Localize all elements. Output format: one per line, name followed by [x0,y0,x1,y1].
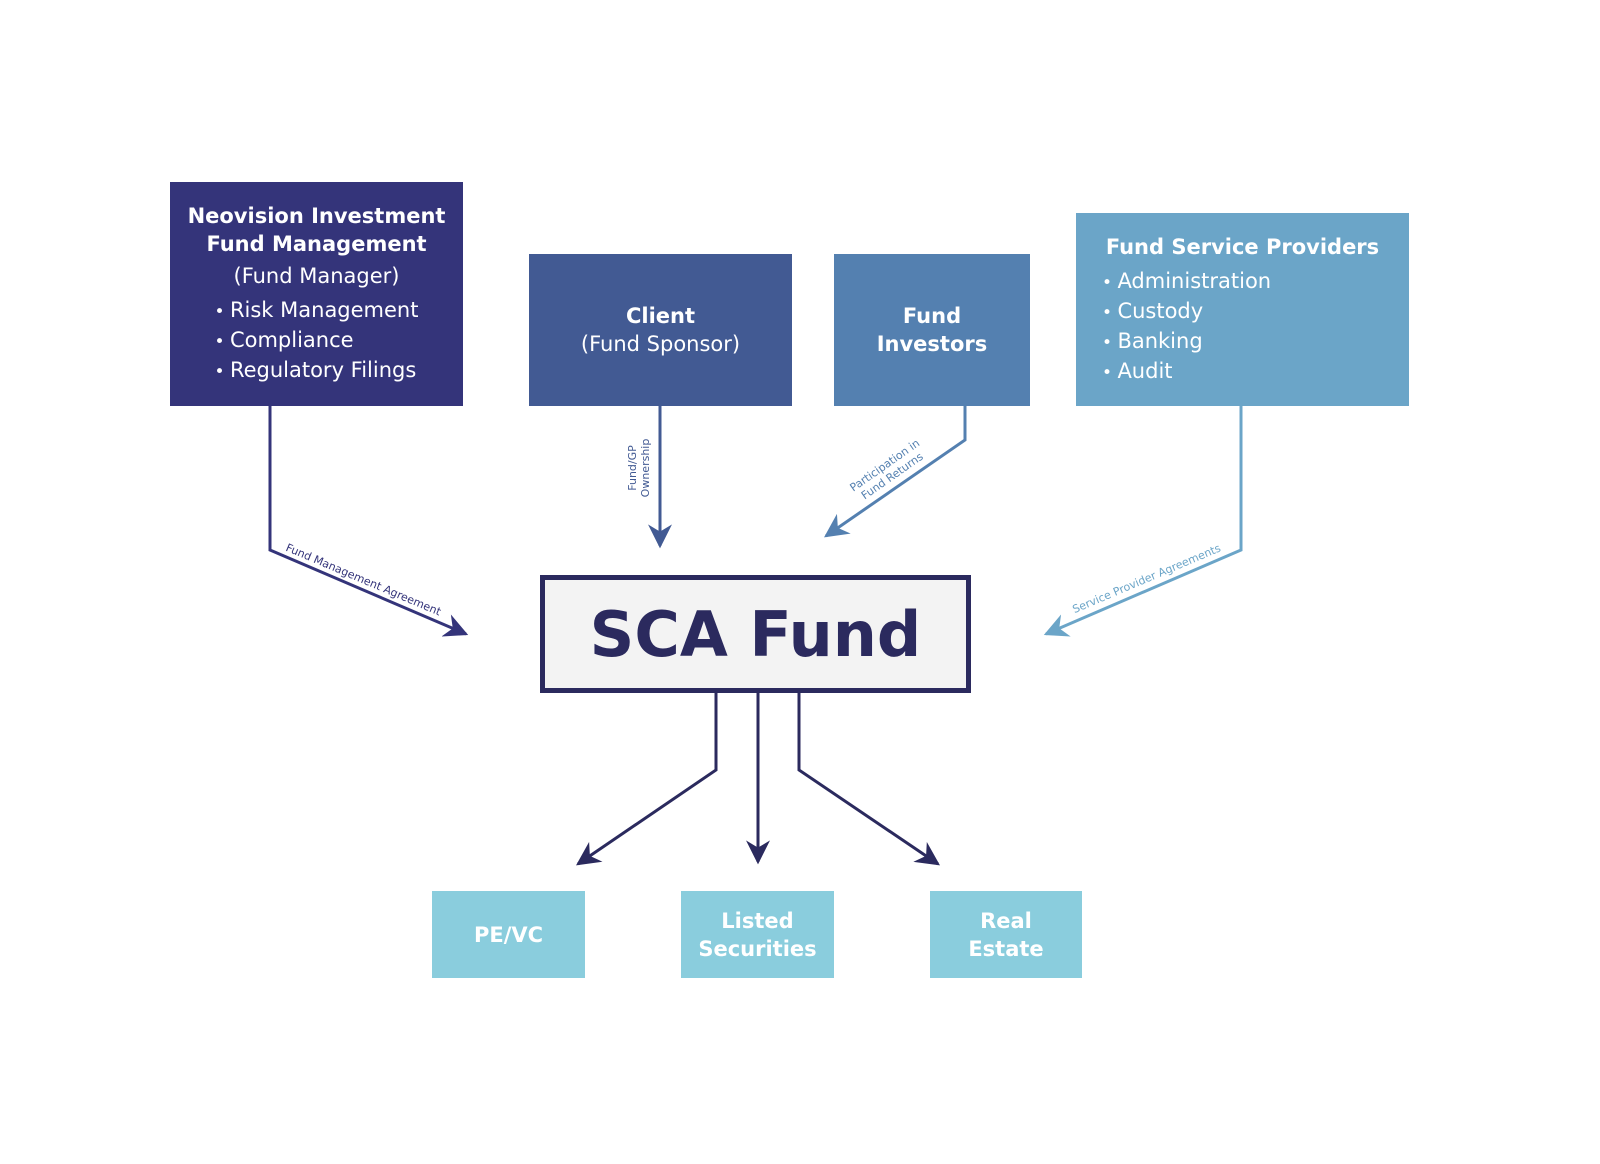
asset-label-1: Real [980,908,1032,933]
fund-manager-title-2: Fund Management [206,232,427,256]
list-item: Regulatory Filings [215,356,419,386]
asset-real-estate: Real Estate [930,891,1082,978]
pevc-arrow [576,693,718,866]
investors-box: Fund Investors [834,254,1030,406]
service-providers-box: Fund Service Providers Administration Cu… [1076,213,1409,406]
client-title: Client [625,304,696,328]
sca-fund-title: SCA Fund [589,597,922,671]
asset-label-1: Listed [721,908,794,933]
fund-manager-list: Risk Management Compliance Regulatory Fi… [215,296,419,386]
asset-label-2: Estate [968,936,1044,961]
fund-manager-subtitle: (Fund Manager) [233,264,400,288]
list-item: Administration [1102,267,1271,297]
client-subtitle: (Fund Sponsor) [580,332,741,356]
investors-title-2: Investors [876,332,988,356]
fund-manager-box: Neovision Investment Fund Management (Fu… [170,182,463,406]
list-item: Risk Management [215,296,419,326]
list-item: Custody [1102,297,1271,327]
service-providers-list: Administration Custody Banking Audit [1102,267,1271,387]
list-item: Compliance [215,326,419,356]
service-label: Service Provider Agreements [1071,541,1223,615]
ownership-label-1: Fund/GP [626,445,639,491]
list-item: Banking [1102,327,1271,357]
sca-fund-box: SCA Fund [540,575,971,693]
investors-title-1: Fund [902,304,962,328]
asset-label-2: Securities [698,936,817,961]
asset-label: PE/VC [473,922,544,947]
service-arrow [1043,406,1243,637]
list-item: Audit [1102,357,1271,387]
realestate-arrow [797,693,940,866]
asset-listed-securities: Listed Securities [681,891,834,978]
ownership-label-2: Ownership [639,439,652,498]
service-providers-title: Fund Service Providers [1105,234,1380,259]
client-box: Client (Fund Sponsor) [529,254,792,406]
fund-management-label: Fund Management Agreement [284,541,444,619]
participation-arrow [824,406,967,538]
asset-pevc: PE/VC [432,891,585,978]
fund-management-arrow [268,406,469,637]
fund-manager-title-1: Neovision Investment [187,204,446,228]
